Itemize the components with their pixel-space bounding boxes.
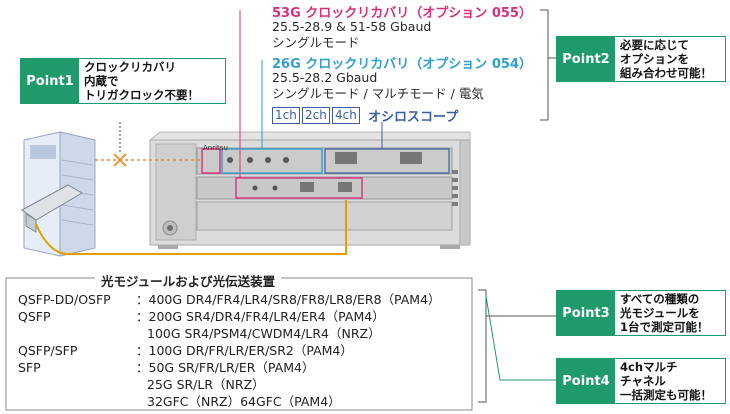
point3-line: 1台で測定可能！: [620, 320, 709, 334]
point2-line: オプションを: [620, 52, 689, 66]
module-to-instrument-link: [35, 200, 347, 255]
module-type: QSFP: [18, 309, 51, 324]
point3-callout: Point3 すべての種類の 光モジュールを 1台で測定可能！: [556, 290, 726, 336]
opt054-line-1: 25.5-28.2 Gbaud: [272, 70, 378, 85]
modules-title: 光モジュールおよび光伝送装置: [95, 271, 282, 290]
channel-4ch: 4ch: [332, 107, 360, 124]
table-row: 100G SR4/PSM4/CWDM4/LR4（NRZ）: [18, 325, 441, 342]
scope-box: [324, 148, 450, 174]
module-spec: 25G SR/LR（NRZ）: [147, 377, 265, 392]
point3-text: すべての種類の 光モジュールを 1台で測定可能！: [615, 291, 714, 335]
opt055-line-1: 25.5-28.9 & 51-58 Gbaud: [272, 19, 432, 34]
opt054-title: 26G クロックリカバリ（オプション 054）: [272, 57, 532, 72]
spec-bracket: [540, 9, 549, 121]
point2-line: 組み合わせ可能！: [620, 66, 712, 80]
transceiver-device: [21, 131, 96, 257]
point1-line: クロックリカバリ: [84, 60, 176, 74]
module-spec: ：100G DR/FR/LR/ER/SR2（PAM4）: [136, 343, 353, 358]
point2-text: 必要に応じて オプションを 組み合わせ可能！: [615, 37, 717, 81]
point4-text: 4chマルチ チャネル 一括測定も可能！: [615, 359, 717, 403]
point4-callout: Point4 4chマルチ チャネル 一括測定も可能！: [556, 358, 726, 404]
module-spec: 100G SR4/PSM4/CWDM4/LR4（NRZ）: [147, 326, 381, 341]
point4-connector: [485, 295, 556, 381]
channel-2ch: 2ch: [302, 107, 330, 124]
module-bracket: [478, 289, 487, 403]
module-spec: 32GFC（NRZ）64GFC（PAM4）: [147, 394, 341, 409]
point1-line: 内蔵で: [84, 74, 119, 88]
point2-callout: Point2 必要に応じて オプションを 組み合わせ可能！: [556, 36, 726, 82]
brand-label: Anritsu: [203, 144, 228, 152]
table-row: QSFP ：200G SR4/DR4/FR4/LR4/ER4（PAM4）: [18, 308, 441, 325]
point1-line: トリガクロック不要！: [84, 88, 199, 102]
point1-text: クロックリカバリ 内蔵で トリガクロック不要！: [79, 59, 204, 103]
oscilloscope-label: オシロスコープ: [368, 110, 459, 125]
opt055-box-a: [201, 148, 221, 174]
point3-line: すべての種類の: [620, 292, 700, 306]
module-type: [18, 325, 136, 342]
table-row: QSFP/SFP ：100G DR/FR/LR/ER/SR2（PAM4）: [18, 342, 441, 359]
module-type: SFP: [18, 360, 41, 375]
channel-1ch: 1ch: [272, 107, 300, 124]
point1-tag: Point1: [21, 59, 79, 103]
point2-tag: Point2: [557, 37, 615, 81]
table-row: QSFP-DD/OSFP ：400G DR4/FR4/LR4/SR8/FR8/L…: [18, 291, 441, 308]
point1-callout: Point1 クロックリカバリ 内蔵で トリガクロック不要！: [20, 58, 226, 104]
module-type: [18, 393, 136, 410]
point4-line: 4chマルチ: [620, 360, 678, 374]
module-type: QSFP/SFP: [18, 343, 78, 358]
instrument-illustration: [148, 131, 471, 249]
table-row: 25G SR/LR（NRZ）: [18, 376, 441, 393]
module-spec: ：200G SR4/DR4/FR4/LR4/ER4（PAM4）: [136, 309, 385, 324]
point4-tag: Point4: [557, 359, 615, 403]
module-spec: ：50G SR/FR/LR/ER（PAM4）: [136, 360, 315, 375]
table-row: 32GFC（NRZ）64GFC（PAM4）: [18, 393, 441, 410]
modules-table: QSFP-DD/OSFP ：400G DR4/FR4/LR4/SR8/FR8/L…: [18, 291, 441, 410]
module-spec: ：400G DR4/FR4/LR4/SR8/FR8/LR8/ER8（PAM4）: [136, 292, 441, 307]
opt055-box-b: [235, 177, 363, 199]
table-row: SFP ：50G SR/FR/LR/ER（PAM4）: [18, 359, 441, 376]
opt054-box: [221, 148, 323, 174]
point3-tag: Point3: [557, 291, 615, 335]
point4-line: チャネル: [620, 374, 666, 388]
no-trigger-x-icon: [113, 153, 127, 167]
point4-line: 一括測定も可能！: [620, 388, 712, 402]
point3-line: 光モジュールを: [620, 306, 700, 320]
opt054-line-2: シングルモード / マルチモード / 電気: [272, 86, 484, 101]
point2-line: 必要に応じて: [620, 38, 689, 52]
opt055-title: 53G クロックリカバリ（オプション 055）: [272, 6, 532, 21]
opt055-line-2: シングルモード: [272, 35, 360, 50]
module-type: QSFP-DD/OSFP: [18, 292, 111, 307]
module-type: [18, 376, 136, 393]
